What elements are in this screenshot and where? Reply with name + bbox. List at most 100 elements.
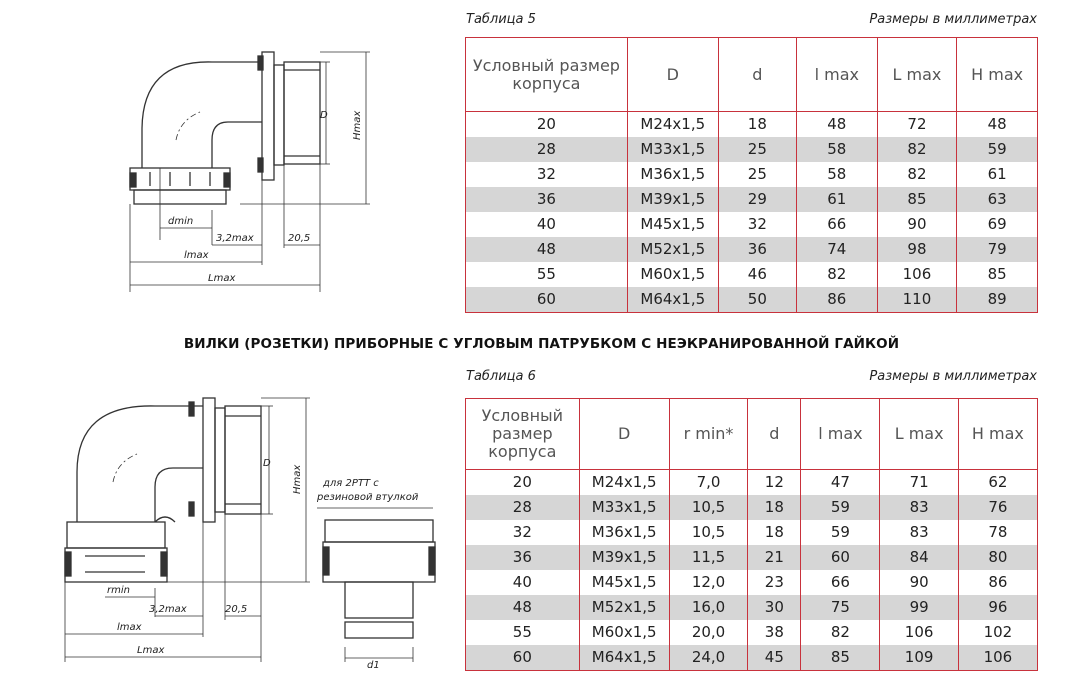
label-dmin: dmin	[168, 216, 193, 227]
table-cell: M33x1,5	[578, 495, 670, 520]
table5-col-Hmax: H max	[956, 37, 1038, 112]
label-gap: 3,2max	[216, 233, 254, 244]
table-row: 36 M39x1,5 11,5 21 60 84 80	[465, 545, 1038, 570]
table-cell: 102	[957, 620, 1038, 645]
table-cell: 66	[800, 570, 880, 595]
table-cell: 18	[747, 495, 801, 520]
table-row: 48 M52x1,5 16,0 30 75 99 96	[465, 595, 1038, 620]
table-cell: 59	[800, 495, 880, 520]
elbow-inner-curve	[154, 467, 203, 522]
table-cell: 20	[536, 115, 556, 133]
table-cell: 48	[465, 595, 580, 620]
label-rmin: rmin	[107, 585, 130, 596]
table-cell: 48	[956, 111, 1038, 137]
table-cell: 18	[747, 520, 801, 545]
table-cell: 55	[536, 265, 556, 283]
table-cell: 96	[957, 595, 1038, 620]
label-offset: 20,5	[288, 233, 310, 244]
table-cell: M45x1,5	[626, 212, 719, 237]
table5-title: Таблица 5	[466, 12, 536, 27]
table-row: 60 M64x1,5 24,0 45 85 109 106	[465, 645, 1038, 671]
table-cell: 66	[795, 212, 878, 237]
table-cell: 83	[879, 495, 959, 520]
table-cell: 30	[747, 595, 801, 620]
table-cell: 80	[957, 545, 1038, 570]
table-cell: 7,0	[668, 469, 748, 495]
table-cell: 69	[956, 212, 1038, 237]
table-cell: M24x1,5	[626, 111, 719, 137]
table-cell: 36	[717, 237, 797, 262]
table-cell: 82	[795, 262, 878, 287]
table5-col-Lmax: L max	[876, 37, 957, 112]
table-cell: 86	[795, 287, 878, 313]
table6-header-row: Условный размер корпуса D r min* d l max…	[465, 398, 1038, 470]
table-cell: 28	[465, 137, 628, 162]
table-cell: 28	[465, 495, 580, 520]
table-cell: 60	[465, 645, 580, 671]
table-cell: 47	[800, 469, 880, 495]
table-cell: 38	[747, 620, 801, 645]
table-cell: M45x1,5	[578, 570, 670, 595]
table-cell: 32	[512, 523, 532, 541]
table-cell: 110	[876, 287, 957, 313]
label-gap: 3,2max	[149, 604, 187, 615]
table-cell: 21	[747, 545, 801, 570]
table5-units: Размеры в миллиметрах	[869, 12, 1037, 27]
table-cell: 71	[879, 469, 959, 495]
table-cell: 20	[512, 473, 532, 491]
table-cell: 60	[800, 545, 880, 570]
table-cell: 62	[957, 469, 1038, 495]
table-row: 32 M36x1,5 25 58 82 61	[466, 162, 1038, 187]
nut-rect	[66, 521, 166, 549]
table-cell: M60x1,5	[578, 620, 670, 645]
section-heading: ВИЛКИ (РОЗЕТКИ) ПРИБОРНЫЕ С УГЛОВЫМ ПАТР…	[183, 336, 900, 352]
socket-body	[283, 61, 321, 165]
table-cell: 76	[957, 495, 1038, 520]
table-cell: 74	[795, 237, 878, 262]
table-cell: 10,5	[668, 520, 748, 545]
table-cell: 85	[956, 262, 1038, 287]
table5: Условный размер корпуса D d l max L max …	[465, 37, 1038, 313]
table6-col-rmin: r min*	[668, 398, 748, 470]
table-cell: 61	[795, 187, 878, 212]
secondary-sleeve	[344, 581, 414, 619]
table-cell: 11,5	[668, 545, 748, 570]
table-cell: 45	[747, 645, 801, 671]
table-cell: 106	[879, 620, 959, 645]
table-cell: 98	[876, 237, 957, 262]
table-cell: M36x1,5	[626, 162, 719, 187]
table6-col-D: D	[578, 398, 670, 470]
table-row: 28 M33x1,5 25 58 82 59	[465, 137, 1038, 162]
note-line-1: для 2РТТ с	[322, 478, 379, 489]
table-row: 48 M52x1,5 36 74 98 79	[465, 237, 1038, 262]
table-cell: 89	[956, 287, 1038, 313]
table-cell: 63	[956, 187, 1038, 212]
table-cell: M52x1,5	[626, 237, 719, 262]
table-cell: 82	[876, 162, 957, 187]
table-cell: 55	[512, 623, 532, 641]
socket-body	[224, 405, 262, 515]
elbow-outer-curve	[76, 405, 203, 522]
table-cell: 83	[879, 520, 959, 545]
table-cell: 32	[717, 212, 797, 237]
table-cell: 75	[800, 595, 880, 620]
table-cell: 58	[795, 137, 878, 162]
table-cell: 106	[876, 262, 957, 287]
table-row: 36 M39x1,5 29 61 85 63	[465, 187, 1038, 212]
table-cell: 59	[956, 137, 1038, 162]
table-row: 55 M60x1,5 20,0 38 82 106 102	[466, 620, 1038, 645]
table-row: 20 M24x1,5 7,0 12 47 71 62	[466, 469, 1038, 495]
table-cell: 59	[800, 520, 880, 545]
table-cell: 85	[876, 187, 957, 212]
table-cell: 12	[747, 469, 801, 495]
table-cell: 60	[465, 287, 628, 313]
table-cell: 61	[956, 162, 1038, 187]
technical-drawing-straight-nut: D Hmax dmin 3,2max 20,5 lmax Lmax	[120, 40, 450, 300]
table-cell: 78	[957, 520, 1038, 545]
table-cell: 72	[876, 111, 957, 137]
flange-body	[273, 64, 285, 166]
flange-rect	[202, 397, 216, 523]
table-cell: 99	[879, 595, 959, 620]
table-cell: 36	[465, 545, 580, 570]
table5-col-lmax: l max	[795, 37, 878, 112]
